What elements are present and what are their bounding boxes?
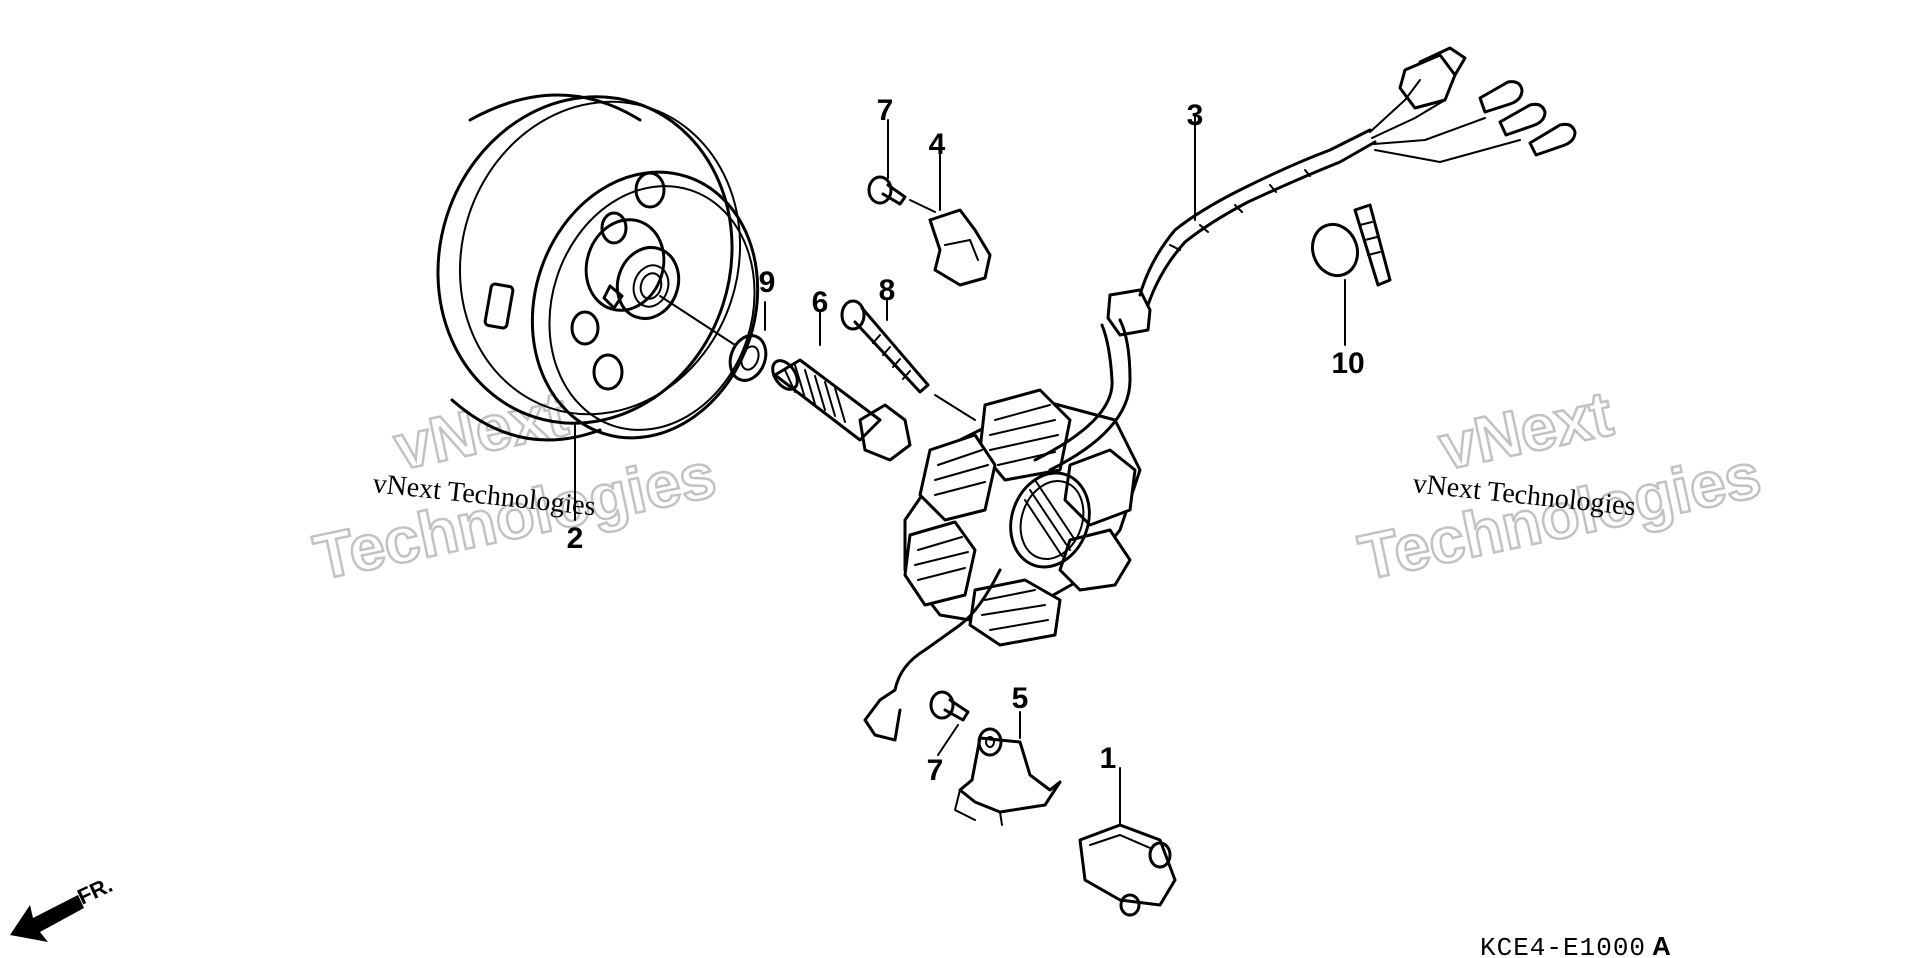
special-bolt: [771, 311, 912, 462]
front-arrow-icon: [10, 895, 84, 942]
screw-top: [867, 119, 936, 213]
front-direction-indicator: FR.: [10, 872, 116, 942]
callout-3: 3: [1187, 99, 1204, 132]
diagram-code-text: KCE4-E1000: [1480, 933, 1646, 958]
wire-band: [1310, 203, 1392, 346]
callout-8: 8: [879, 274, 896, 307]
screw-bottom: [929, 690, 970, 756]
callout-9: 9: [759, 266, 776, 299]
callout-1: 1: [1100, 742, 1117, 775]
callout-labels: 1 2 3 4 5 6 7 7 8 9 10: [567, 94, 1365, 787]
wire-clamp-top: [928, 149, 992, 287]
pulse-generator: [1078, 767, 1177, 917]
flywheel-rotor: [436, 93, 760, 442]
watermark-right-vnext: vNext: [1433, 377, 1618, 484]
watermark-right-technologies: Technologies: [1353, 438, 1767, 593]
callout-7-bottom: 7: [927, 754, 944, 787]
callout-7-top: 7: [877, 94, 894, 127]
watermark-left-vnext: vNext: [388, 377, 573, 484]
watermark-left-technologies: Technologies: [308, 438, 722, 593]
callout-6: 6: [812, 286, 829, 319]
diagram-code: KCE4-E1000 A: [1480, 931, 1671, 958]
callout-2: 2: [567, 522, 584, 555]
wire-clamp-bottom: [954, 711, 1062, 826]
diagram-code-suffix: A: [1652, 931, 1671, 958]
callout-5: 5: [1012, 682, 1029, 715]
callout-4: 4: [929, 128, 946, 161]
wire-harness: [1033, 46, 1577, 472]
stator-bolt: [840, 299, 976, 421]
washer: [728, 301, 768, 382]
callout-10: 10: [1331, 347, 1364, 380]
stator-assembly: [863, 388, 1142, 742]
watermark-right: vNext Technologies vNext Technologies: [1352, 376, 1768, 595]
